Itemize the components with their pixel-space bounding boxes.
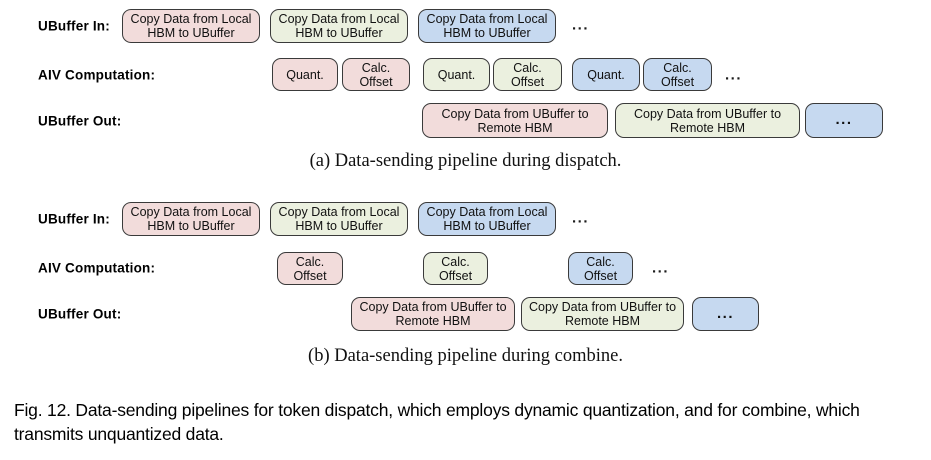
ellipsis: ...	[725, 66, 743, 84]
pipeline-stage-box: Calc. Offset	[568, 252, 633, 285]
pipeline-stage-box: Quant.	[272, 58, 338, 91]
pipeline-stage-box: Calc. Offset	[493, 58, 562, 91]
pipeline-stage-box: Copy Data from Local HBM to UBuffer	[270, 9, 408, 43]
row-label: UBuffer Out:	[38, 306, 122, 322]
pipeline-stage-box: Calc. Offset	[423, 252, 488, 285]
pipeline-stage-box: Copy Data from Local HBM to UBuffer	[418, 202, 556, 236]
pipeline-stage-box: Calc. Offset	[643, 58, 712, 91]
row-label: AIV Computation:	[38, 260, 156, 276]
pipeline-stage-box: Copy Data from UBuffer to Remote HBM	[351, 297, 515, 331]
row-label: UBuffer In:	[38, 211, 110, 227]
row-label: UBuffer Out:	[38, 113, 122, 129]
pipeline-stage-box: Copy Data from UBuffer to Remote HBM	[521, 297, 684, 331]
pipeline-stage-box: Calc. Offset	[342, 58, 410, 91]
pipeline-stage-box: Copy Data from Local HBM to UBuffer	[122, 202, 260, 236]
row-label: UBuffer In:	[38, 18, 110, 34]
pipeline-stage-box: Copy Data from Local HBM to UBuffer	[122, 9, 260, 43]
pipeline-stage-box: Copy Data from Local HBM to UBuffer	[270, 202, 408, 236]
pipeline-stage-box: Copy Data from UBuffer to Remote HBM	[422, 103, 608, 138]
pipeline-stage-box: Calc. Offset	[277, 252, 343, 285]
ellipsis: ...	[572, 16, 590, 34]
ellipsis: ...	[572, 209, 590, 227]
subcaption-b: (b) Data-sending pipeline during combine…	[308, 346, 623, 366]
pipeline-stage-box: Copy Data from Local HBM to UBuffer	[418, 9, 556, 43]
pipeline-stage-box: Quant.	[572, 58, 640, 91]
ellipsis-box: ...	[805, 103, 883, 138]
pipeline-stage-box: Copy Data from UBuffer to Remote HBM	[615, 103, 800, 138]
row-label: AIV Computation:	[38, 67, 156, 83]
ellipsis-box: ...	[692, 297, 759, 331]
pipeline-stage-box: Quant.	[423, 58, 490, 91]
subcaption-a: (a) Data-sending pipeline during dispatc…	[309, 151, 622, 171]
ellipsis: ...	[652, 259, 670, 277]
figure-caption: Fig. 12. Data-sending pipelines for toke…	[14, 400, 860, 445]
